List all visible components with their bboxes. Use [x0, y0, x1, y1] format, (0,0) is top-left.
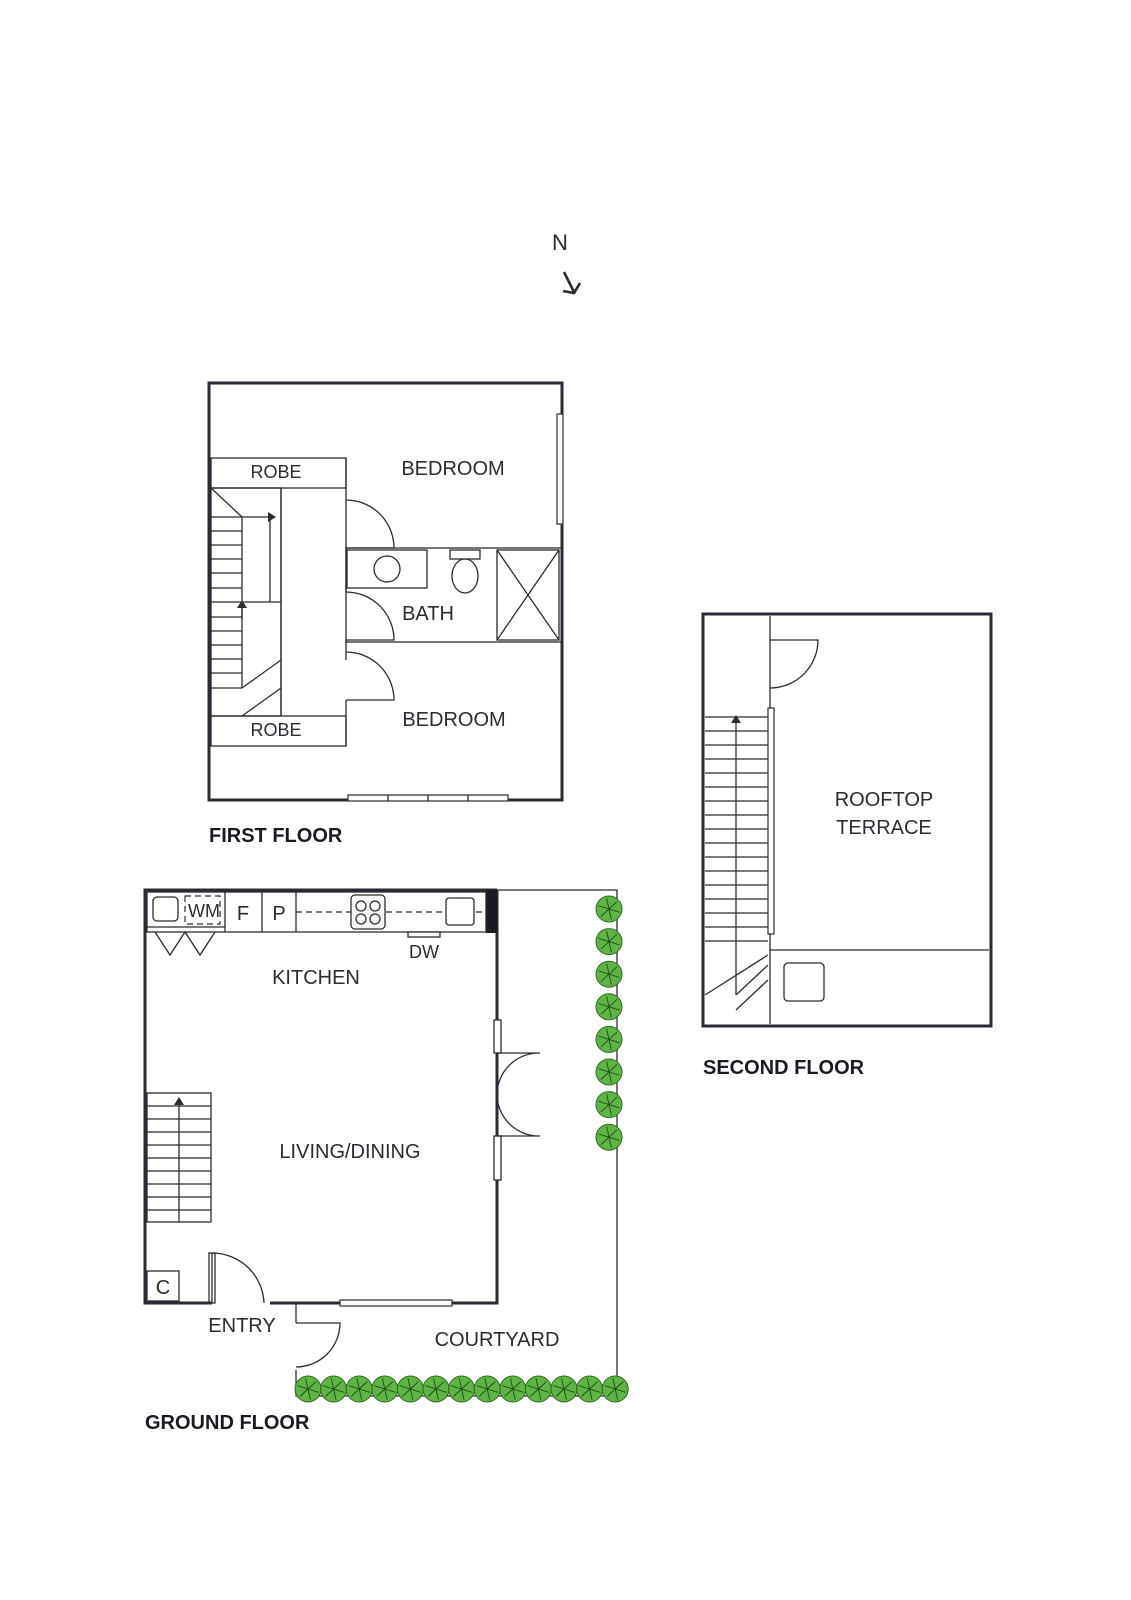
door-swing [345, 651, 395, 701]
first-floor-title: FIRST FLOOR [209, 825, 343, 847]
courtyard-label: COURTYARD [435, 1329, 560, 1351]
entry-label: ENTRY [208, 1315, 275, 1337]
kitchen-label: KITCHEN [272, 967, 360, 989]
shrub-icon [595, 1058, 623, 1086]
shrub-icon [396, 1375, 424, 1403]
dishwasher-label: DW [409, 942, 439, 962]
second-floor-outline [701, 612, 993, 1028]
shower [496, 549, 560, 641]
shrub-icon [345, 1375, 373, 1403]
shrub-icon [371, 1375, 399, 1403]
bedroom-label: BEDROOM [402, 709, 505, 731]
second-floor-stairs [704, 715, 769, 1011]
first-floor-plan: ROBE BEDROOM BATH ROBE BEDROOM FIRST FLO… [207, 381, 564, 847]
basin [373, 555, 401, 583]
shrub-row-south [294, 1375, 629, 1403]
shrub-icon [294, 1375, 322, 1403]
window [556, 413, 564, 525]
door-swing [769, 639, 819, 689]
shrub-icon [595, 928, 623, 956]
double-door [493, 1019, 541, 1181]
ground-floor-title: GROUND FLOOR [145, 1412, 310, 1434]
cupboard-label: C [156, 1277, 170, 1299]
door-swing [345, 499, 395, 549]
bath-room-outline [345, 547, 563, 643]
ground-floor-stairs [146, 1092, 212, 1223]
shrub-icon [448, 1375, 476, 1403]
washing-machine-label: WM [188, 901, 220, 921]
cupboard-outline [146, 1270, 180, 1302]
north-label: N [552, 230, 568, 255]
window [339, 1299, 453, 1307]
second-floor-plan: ROOFTOP TERRACE SECOND FLOOR [701, 612, 993, 1079]
gate-swing [295, 1322, 341, 1368]
window [767, 707, 775, 935]
kitchen-bench [146, 891, 487, 957]
door-swing [345, 591, 395, 641]
toilet [451, 558, 479, 594]
rooftop-label: ROOFTOP [835, 789, 934, 811]
pantry-label: P [272, 903, 285, 925]
shrub-icon [499, 1375, 527, 1403]
door-leaf [208, 1252, 216, 1304]
skylight [783, 962, 825, 1002]
window [347, 794, 509, 802]
robe-label: ROBE [250, 720, 301, 740]
ground-floor-outline [143, 888, 499, 1305]
shrub-icon [320, 1375, 348, 1403]
shrub-icon [595, 1123, 623, 1151]
shrub-icon [595, 960, 623, 988]
robe-label: ROBE [250, 462, 301, 482]
shrub-row-east [595, 895, 623, 1151]
fridge-label: F [237, 903, 249, 925]
shrub-icon [550, 1375, 578, 1403]
shrub-icon [601, 1375, 629, 1403]
shrub-icon [524, 1375, 552, 1403]
shrub-icon [422, 1375, 450, 1403]
bath-label: BATH [402, 603, 454, 625]
north-indicator: N [552, 230, 582, 295]
first-floor-stairs [210, 487, 282, 717]
second-floor-title: SECOND FLOOR [703, 1057, 865, 1079]
shrub-icon [576, 1375, 604, 1403]
toilet-cistern [449, 549, 481, 560]
living-dining-label: LIVING/DINING [279, 1141, 420, 1163]
shrub-icon [595, 895, 623, 923]
shrub-icon [473, 1375, 501, 1403]
terrace-label: TERRACE [836, 817, 932, 839]
door-swing [211, 1252, 265, 1304]
north-arrow-icon [562, 271, 582, 295]
shrub-icon [595, 1025, 623, 1053]
shrub-icon [595, 993, 623, 1021]
pillar [486, 890, 497, 933]
bedroom-label: BEDROOM [401, 458, 504, 480]
shrub-icon [595, 1091, 623, 1119]
ground-floor-plan: WM F P DW C [143, 888, 618, 1434]
